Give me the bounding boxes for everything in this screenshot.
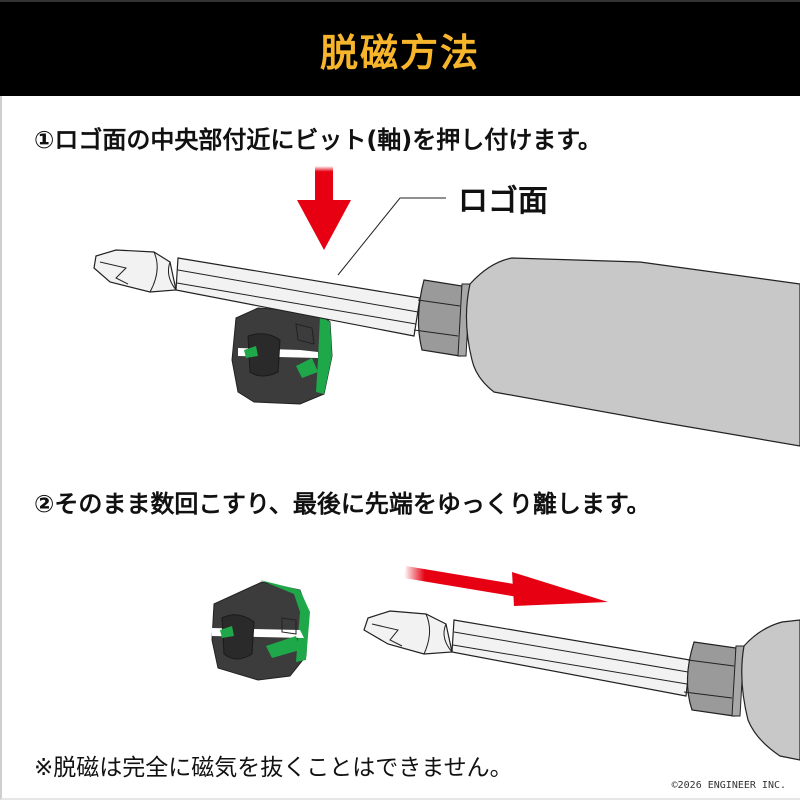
- arrow-right-icon: [404, 566, 608, 606]
- header-bar: 脱磁方法: [0, 0, 800, 96]
- screwdriver-bit-icon-2: [363, 610, 691, 697]
- screwdriver-handle-icon-2: [683, 619, 800, 761]
- copyright-text: ©2026 ENGINEER INC.: [671, 780, 786, 791]
- screwdriver-bit-icon: [93, 249, 421, 337]
- callout-leader-line: [337, 197, 446, 276]
- step-2-instruction: ②そのまま数回こすり、最後に先端をゆっくり離します。: [34, 490, 651, 518]
- disclaimer-note: ※脱磁は完全に磁気を抜くことはできません。: [34, 755, 513, 781]
- step-1-instruction: ①ロゴ面の中央部付近にビット(軸)を押し付けます。: [34, 126, 602, 154]
- screwdriver-handle-icon: [413, 257, 800, 447]
- demagnetizer-block-icon: [231, 307, 333, 405]
- arrow-down-icon: [297, 166, 351, 250]
- page-title: 脱磁方法: [319, 30, 480, 75]
- logo-face-label: ロゴ面: [458, 184, 548, 219]
- demagnetizer-block-icon-2: [211, 580, 310, 681]
